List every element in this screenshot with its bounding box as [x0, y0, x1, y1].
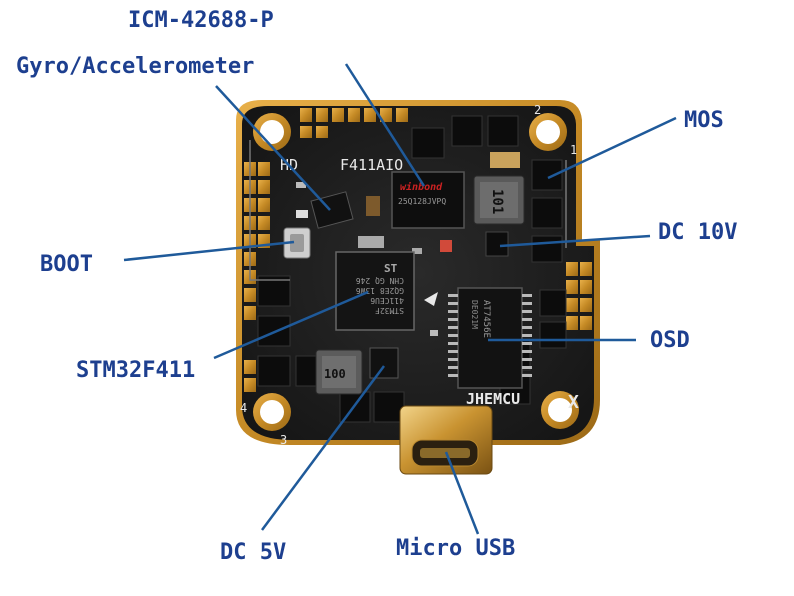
- mcu-chip: ST STM32F 411CEU6 GQ2E8 13W6 CHN GQ 246: [335, 251, 415, 331]
- flash-part-text: 25Q128JVPQ: [398, 197, 446, 206]
- osd-chip: AT7456E DE021M: [448, 287, 532, 389]
- label-dc-10v: DC 10V: [658, 220, 738, 245]
- mcu-line-3: GQ2E8 13W6: [356, 286, 404, 295]
- osd-chip-text: AT7456E: [481, 300, 491, 338]
- inductor-100-text: 100: [324, 367, 346, 381]
- left-solder-pads: [244, 162, 270, 392]
- label-stm32f411: STM32F411: [76, 358, 196, 383]
- pointer-usb: [444, 451, 480, 535]
- silk-brand: JHEMCU: [466, 390, 520, 408]
- micro-usb-connector: [399, 405, 493, 475]
- label-micro-usb: Micro USB: [396, 536, 516, 561]
- regulator-5v: [369, 347, 399, 379]
- mcu-logo-text: ST: [384, 262, 398, 275]
- inductor-101-text: 101: [489, 189, 505, 214]
- inductor-101: 101: [473, 175, 525, 225]
- corner-label-1: 1: [570, 143, 577, 157]
- capacitor: [490, 152, 520, 168]
- corner-label-2: 2: [534, 103, 541, 117]
- silkscreen: HD F411AIO JHEMCU X 1 2 3 4: [240, 103, 579, 447]
- label-mos: MOS: [684, 108, 724, 133]
- mcu-line-1: STM32F: [375, 306, 404, 315]
- pointer-mos: [547, 116, 677, 180]
- top-solder-pads: [300, 108, 408, 138]
- corner-label-3: 3: [280, 433, 287, 447]
- flash-chip: winbond 25Q128JVPQ: [391, 171, 465, 229]
- pointer-lines: [123, 63, 677, 535]
- pointer-stm: [213, 290, 369, 360]
- label-dc-5v: DC 5V: [220, 540, 287, 565]
- silk-name: F411AIO: [340, 156, 403, 174]
- corner-label-4: 4: [240, 401, 247, 415]
- label-osd: OSD: [650, 328, 690, 353]
- pointer-icm: [344, 63, 426, 187]
- boot-button: [283, 227, 311, 259]
- label-icm42688p: ICM-42688-P: [128, 8, 274, 33]
- pointer-dc10: [499, 234, 651, 248]
- label-gyro-accelerometer: Gyro/Accelerometer: [16, 54, 255, 79]
- flash-brand-text: winbond: [400, 181, 443, 193]
- label-boot: BOOT: [40, 252, 93, 277]
- pointer-gyro: [215, 85, 331, 211]
- inductor-100: 100: [315, 349, 363, 395]
- passive-components: [296, 182, 509, 336]
- pointer-boot: [123, 240, 295, 262]
- mcu-line-4: CHN GQ 246: [356, 276, 404, 285]
- arrow-silk: [424, 292, 438, 306]
- mcu-line-2: 411CEU6: [370, 296, 404, 305]
- pointer-dc5: [260, 365, 386, 531]
- mounting-holes: [253, 113, 579, 431]
- silk-x: X: [568, 392, 579, 413]
- osd-chip-sub: DE021M: [470, 300, 479, 329]
- right-solder-pads: [566, 262, 592, 330]
